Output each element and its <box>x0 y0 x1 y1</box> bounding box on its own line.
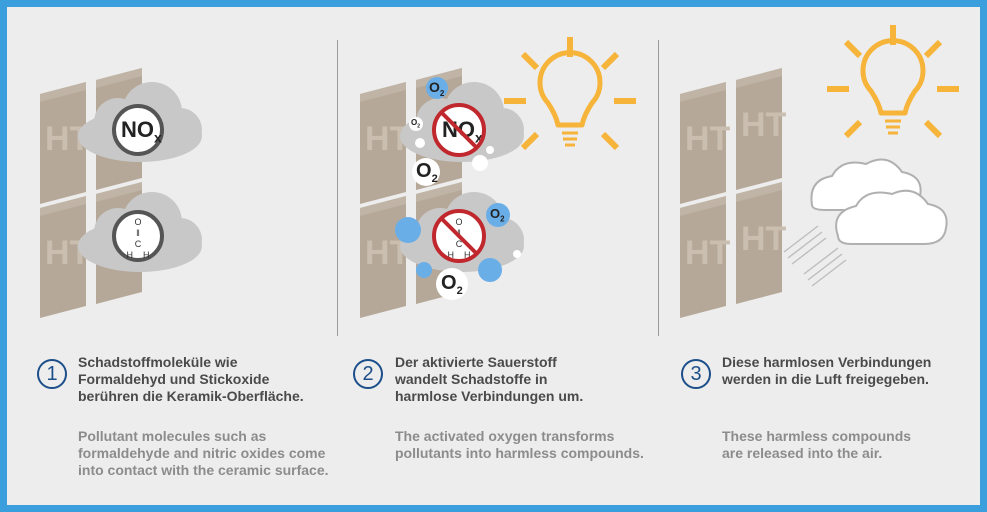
o2-label-c: O2 <box>416 160 438 185</box>
nox-label-2: NOx <box>442 117 483 146</box>
svg-text:HT: HT <box>685 234 731 272</box>
divider-2 <box>658 40 659 336</box>
o2-label-a: O2 <box>429 79 445 98</box>
formaldehyde-label-2: O ‖ C H H <box>447 217 471 260</box>
svg-text:HT: HT <box>741 106 787 144</box>
step-2-number: 2 <box>353 359 383 389</box>
o2-label-b: O2 <box>411 118 421 130</box>
o2-label-d: O2 <box>490 206 505 224</box>
divider-1 <box>337 40 338 336</box>
svg-text:HT: HT <box>741 220 787 258</box>
step-1-number: 1 <box>37 359 67 389</box>
svg-text:HT: HT <box>685 120 731 158</box>
nox-label: NOx <box>121 117 162 146</box>
o2-label-e: O2 <box>441 272 463 297</box>
formaldehyde-label: O ‖ C H H <box>126 217 150 260</box>
step-3-number: 3 <box>681 359 711 389</box>
